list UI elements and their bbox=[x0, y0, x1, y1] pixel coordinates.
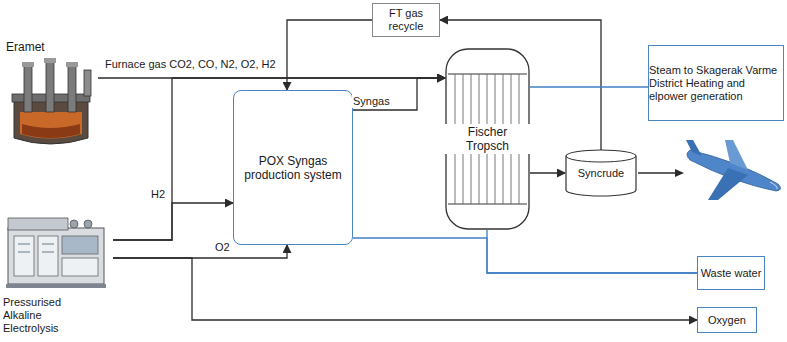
recycle-box: FT gas recycle bbox=[372, 3, 440, 37]
node-text: Eramet bbox=[6, 40, 45, 54]
source-illustration-node: Pressurised Alkaline Electrolysis bbox=[3, 205, 113, 335]
vessel-body bbox=[446, 49, 529, 229]
node-text: Fischer Tropsch bbox=[445, 124, 530, 154]
edge-label: Furnace gas CO2, CO, N2, O2, H2 bbox=[104, 58, 277, 71]
flow-line bbox=[287, 20, 372, 90]
node-text: Syncrude bbox=[578, 167, 624, 180]
process-box: POX Syngas production system bbox=[233, 90, 353, 245]
edge-label: H2 bbox=[150, 188, 166, 201]
output-box: Waste water bbox=[697, 256, 765, 290]
output-box: Steam to Skagerak Varme District Heating… bbox=[648, 45, 784, 121]
flow-line bbox=[113, 245, 287, 258]
tank-body bbox=[566, 150, 636, 196]
tube-sheet bbox=[448, 204, 527, 205]
edge-label: Syngas bbox=[352, 95, 391, 108]
node-text: Pressurised Alkaline Electrolysis bbox=[3, 296, 83, 335]
flow-line bbox=[530, 172, 565, 173]
utility-line bbox=[530, 86, 648, 87]
tube-sheet bbox=[448, 74, 527, 75]
electrolyser-illustration bbox=[6, 218, 106, 288]
node-text: Waste water bbox=[701, 267, 762, 280]
node-text: Oxygen bbox=[708, 314, 746, 327]
utility-line bbox=[353, 238, 697, 273]
node-text: FT gas recycle bbox=[373, 7, 439, 33]
utility-line bbox=[487, 230, 697, 273]
flow-line bbox=[113, 258, 697, 320]
reactor-vessel: Fischer Tropsch bbox=[445, 48, 530, 230]
flow-line bbox=[353, 78, 445, 110]
output-box: Oxygen bbox=[697, 307, 757, 333]
syncrude-to-aircraft-arrow bbox=[638, 169, 684, 177]
flow-line bbox=[113, 203, 233, 240]
product-tank: Syncrude bbox=[565, 150, 637, 196]
tank-top bbox=[566, 156, 636, 162]
node-text: POX Syngas production system bbox=[234, 154, 352, 182]
node-text: Steam to Skagerak Varme District Heating… bbox=[649, 64, 783, 103]
furnace-illustration bbox=[12, 58, 91, 144]
aircraft-illustration bbox=[686, 140, 781, 200]
source-illustration-node: Eramet bbox=[6, 40, 98, 146]
edge-label: O2 bbox=[214, 241, 231, 254]
